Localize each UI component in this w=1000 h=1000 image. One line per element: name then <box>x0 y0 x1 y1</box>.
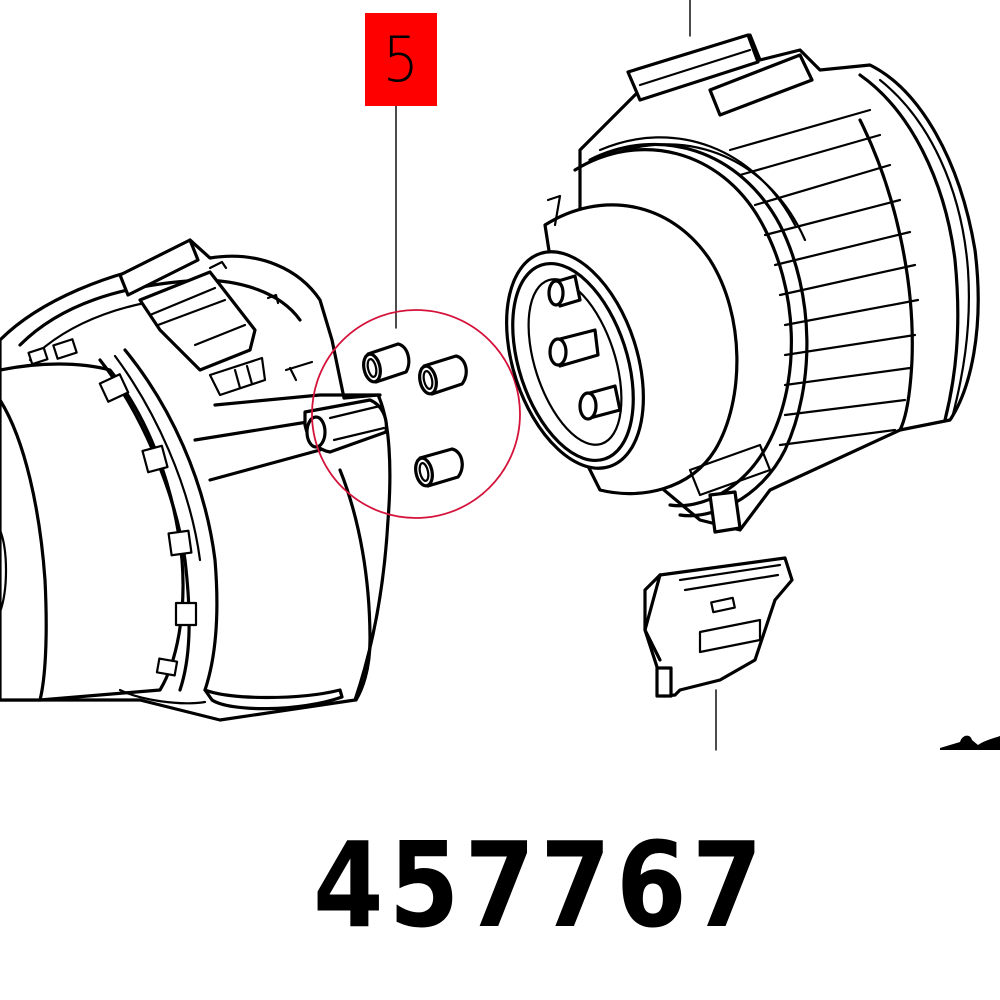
right-motor-assembly <box>505 33 980 534</box>
callout-number: 5 <box>382 22 420 96</box>
part-number-label: 457767 <box>313 816 768 954</box>
partial-part-bottom-right <box>940 735 1000 750</box>
pin-3[interactable] <box>413 447 464 488</box>
highlight-circle <box>311 309 521 519</box>
leader-lines <box>395 0 717 751</box>
pin-1[interactable] <box>361 342 411 384</box>
clip-bracket <box>643 556 794 698</box>
pin-2[interactable] <box>417 354 468 396</box>
callout-badge[interactable]: 5 <box>365 13 437 106</box>
left-gear-housing <box>0 238 392 722</box>
